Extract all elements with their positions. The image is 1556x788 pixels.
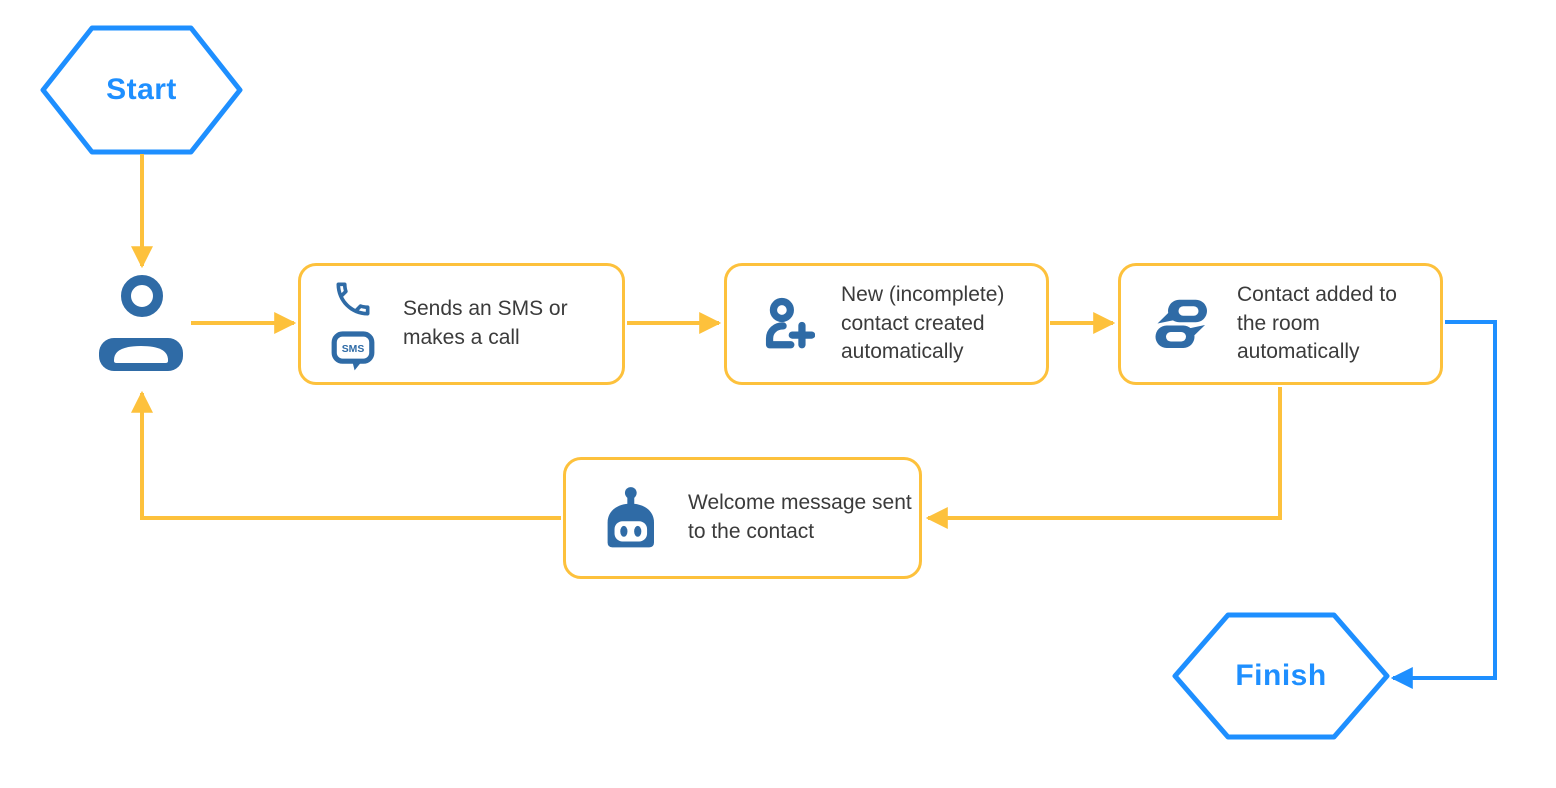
node-sms-call-icons: SMS xyxy=(329,277,377,372)
person-plus-icon xyxy=(765,297,815,349)
phone-icon xyxy=(336,282,370,315)
edge-welcome-to-user xyxy=(131,390,561,520)
sms-badge-text: SMS xyxy=(342,343,365,354)
start-hexagon xyxy=(40,25,243,155)
node-room-added: Contact added to the room automatically xyxy=(1118,263,1443,385)
node-welcome-label: Welcome message sent to the contact xyxy=(688,491,912,543)
node-contact-created: New (incomplete) contact created automat… xyxy=(724,263,1049,385)
node-contact-created-label: New (incomplete) contact created automat… xyxy=(841,283,1005,364)
node-sms-call: SMS Sends an SMS or makes a call xyxy=(298,263,625,385)
chat-bubbles-icon xyxy=(1155,299,1207,348)
node-contact-created-icons xyxy=(757,295,815,353)
node-sms-call-label: Sends an SMS or makes a call xyxy=(403,297,568,349)
node-room-added-label: Contact added to the room automatically xyxy=(1237,283,1397,364)
edge-room-added-to-finish xyxy=(1390,320,1497,689)
finish-hexagon xyxy=(1172,612,1390,740)
node-room-added-icons xyxy=(1151,294,1211,354)
finish-label: Finish xyxy=(1235,659,1327,692)
sms-icon: SMS xyxy=(331,330,375,370)
edge-room-added-to-welcome xyxy=(925,387,1282,529)
start-label: Start xyxy=(106,73,177,106)
robot-icon xyxy=(607,487,654,548)
person-icon xyxy=(99,275,183,371)
node-welcome: Welcome message sent to the contact xyxy=(563,457,922,579)
node-welcome-icons xyxy=(598,483,662,553)
